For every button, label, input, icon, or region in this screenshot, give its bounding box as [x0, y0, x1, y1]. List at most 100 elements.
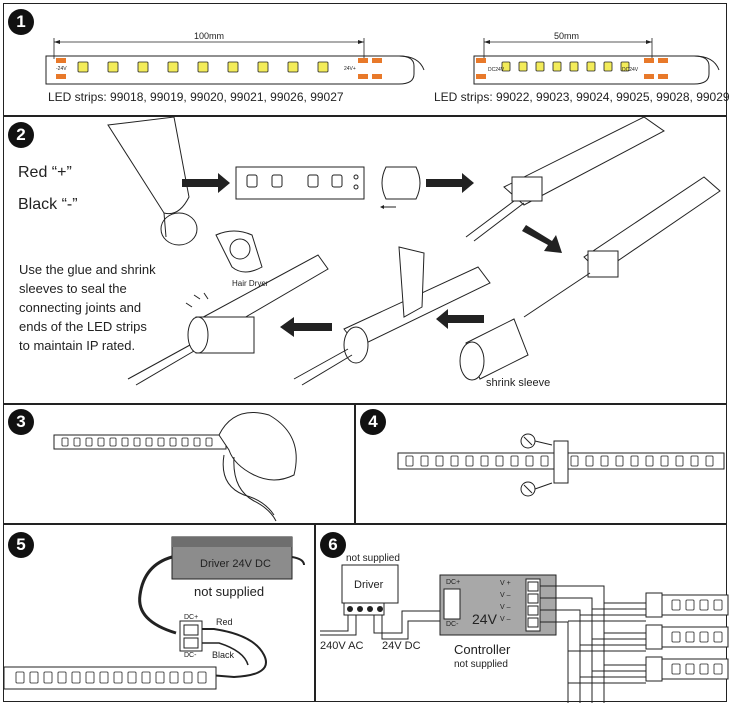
led-chip: [169, 671, 179, 684]
right-dimension-label: 50mm: [554, 31, 580, 41]
led-chip: [109, 437, 117, 447]
step-4-panel: 4: [355, 404, 727, 524]
dc-plus-label: DC+: [184, 614, 199, 621]
mounting-clip: [553, 440, 569, 484]
step-1-panel: 1 100mm -24V 24V+ 50mm DC24V: [3, 3, 729, 116]
step-5-leds: [15, 671, 207, 684]
led-chip: [169, 437, 177, 447]
led-chip: [525, 455, 534, 467]
hand-icon: [218, 412, 297, 481]
led-chip: [671, 631, 681, 643]
dc-label: 24V DC: [382, 640, 421, 652]
led-chip: [552, 61, 562, 72]
led-chip: [660, 455, 669, 467]
step-6-badge: 6: [320, 532, 346, 558]
led-chip: [141, 671, 151, 684]
led-chip: [705, 455, 714, 467]
driver-label: Driver 24V DC: [200, 558, 271, 570]
led-strip-50mm: [473, 38, 720, 85]
led-chip: [127, 671, 137, 684]
led-chip: [620, 61, 630, 72]
led-chip: [685, 631, 695, 643]
end-cap: [381, 166, 421, 200]
instruction-line: sleeves to seal the: [19, 281, 127, 296]
led-chip: [137, 61, 149, 73]
led-strip-100mm: [45, 38, 425, 85]
led-chip: [181, 437, 189, 447]
led-chip: [603, 61, 613, 72]
arrow-left-icon: [436, 309, 484, 329]
led-chip: [107, 61, 119, 73]
red-label: Red: [216, 617, 233, 627]
led-chip: [145, 437, 153, 447]
hair-dryer-icon: [215, 230, 263, 273]
led-chip: [450, 455, 459, 467]
v-minus-label-3: V –: [500, 616, 511, 623]
controller-not-supplied: not supplied: [454, 659, 508, 670]
led-chip: [43, 671, 53, 684]
led-chip: [645, 455, 654, 467]
instruction-line: ends of the LED strips: [19, 319, 147, 334]
led-chip: [121, 437, 129, 447]
step-2-panel: 2 Red “+” Black “-” Use the glue and shr…: [3, 116, 727, 404]
led-chip: [699, 663, 709, 675]
led-chip: [480, 455, 489, 467]
v-minus-label-1: V –: [500, 592, 511, 599]
instruction-line: Use the glue and shrink: [19, 262, 156, 277]
led-chip: [685, 663, 695, 675]
led-chip: [57, 671, 67, 684]
glue-tube-icon: [107, 116, 190, 215]
strip-end: [235, 166, 365, 200]
led-chip: [97, 437, 105, 447]
instruction-line: connecting joints and: [19, 300, 142, 315]
right-caption: LED strips: 99022, 99023, 99024, 99025, …: [434, 90, 729, 104]
hair-dryer-label: Hair Dryer: [232, 279, 269, 288]
led-chip: [600, 455, 609, 467]
left-caption: LED strips: 99018, 99019, 99020, 99021, …: [48, 90, 344, 104]
led-chip: [73, 437, 81, 447]
right-strip-leds: [501, 61, 630, 72]
led-chip: [113, 671, 123, 684]
led-chip: [671, 663, 681, 675]
led-chip: [133, 437, 141, 447]
step-4-badge: 4: [360, 409, 386, 435]
led-chip: [71, 671, 81, 684]
right-pad-label-b: DC24V: [622, 67, 639, 73]
led-chip: [157, 437, 165, 447]
led-chip: [615, 455, 624, 467]
step-6-panel: 6 not supplied Driver 240V AC 24V DC D: [315, 524, 729, 703]
step-3-illustration: [53, 412, 297, 522]
led-chip: [227, 61, 239, 73]
step-5-badge: 5: [8, 532, 34, 558]
led-chip: [510, 455, 519, 467]
led-chip: [630, 455, 639, 467]
arrow-right-icon: [182, 173, 230, 193]
led-chip: [15, 671, 25, 684]
strip-connector: [645, 592, 663, 618]
led-chip: [61, 437, 69, 447]
ac-label: 240V AC: [320, 640, 364, 652]
red-wire-label: Red “+”: [18, 164, 72, 181]
step-4-illustration: [397, 433, 725, 497]
led-chip: [569, 61, 579, 72]
step-2-illustration: [107, 116, 721, 386]
voltage-label: 24V: [472, 611, 497, 627]
step-3-badge: 3: [8, 409, 34, 435]
led-chip: [518, 61, 528, 72]
led-chip: [257, 61, 269, 73]
dc-minus-label: DC-: [184, 652, 197, 659]
left-pad-label-b: 24V+: [344, 66, 356, 72]
right-pad-label-a: DC24V: [488, 67, 505, 73]
led-chip: [713, 631, 723, 643]
step-5-panel: 5 Driver 24V DC not supplied DC+ DC- Red…: [3, 524, 315, 702]
led-chip: [495, 455, 504, 467]
led-chip: [317, 61, 329, 73]
led-chip: [287, 61, 299, 73]
step-2-badge: 2: [8, 122, 34, 148]
led-chip: [465, 455, 474, 467]
led-chip: [690, 455, 699, 467]
led-chip: [535, 61, 545, 72]
shrink-sleeve-label: shrink sleeve: [486, 377, 551, 389]
not-supplied-label: not supplied: [194, 584, 265, 599]
led-chip: [675, 455, 684, 467]
